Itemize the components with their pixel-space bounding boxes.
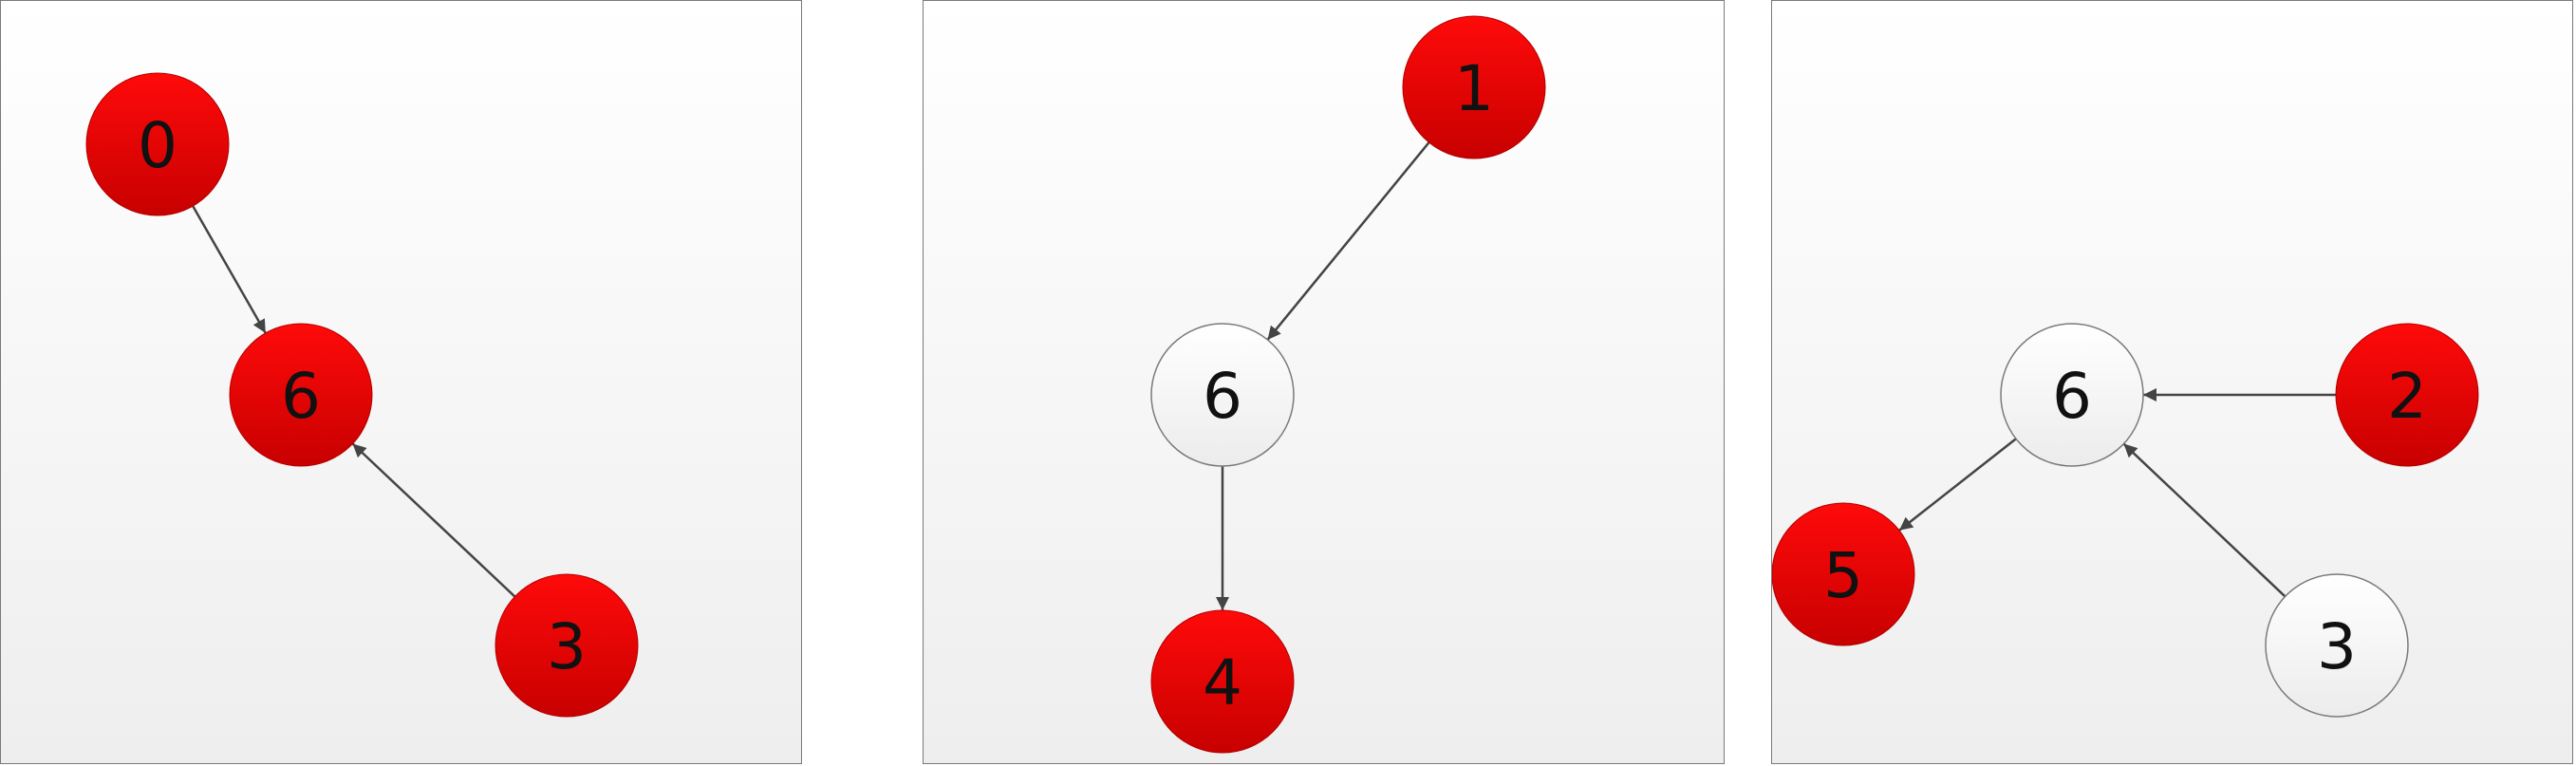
edge-3-to-6	[351, 442, 516, 598]
edge-6-to-5	[1898, 438, 2017, 532]
node-label: 6	[2052, 360, 2092, 433]
graph-panel-2: 1 6 4	[923, 0, 1725, 764]
node-label: 4	[1203, 646, 1242, 719]
edge-3-to-6	[2122, 442, 2287, 598]
node-3: 3	[495, 573, 639, 718]
node-6: 6	[1150, 323, 1295, 467]
graph-canvas-3: 6 2 5 3	[1772, 1, 2572, 763]
node-label: 5	[1823, 539, 1863, 612]
node-label: 6	[281, 360, 321, 433]
node-circle	[229, 323, 373, 467]
graph-canvas-2: 1 6 4	[924, 1, 1724, 763]
node-0: 0	[85, 72, 230, 216]
graph-panel-3: 6 2 5 3	[1771, 0, 2573, 764]
graph-panel-1: 0 6 3	[0, 0, 802, 764]
edge-0-to-6	[192, 205, 267, 334]
edge-1-to-6	[1266, 141, 1430, 341]
node-label: 6	[1203, 360, 1242, 433]
panel-background	[924, 1, 1724, 763]
graph-canvas-1: 0 6 3	[1, 1, 801, 763]
node-circle	[495, 573, 639, 718]
node-5: 5	[1772, 502, 1915, 646]
node-1: 1	[1402, 15, 1546, 159]
node-circle	[1150, 609, 1295, 754]
node-circle	[1150, 323, 1295, 467]
node-circle	[1402, 15, 1546, 159]
node-label: 3	[2317, 610, 2357, 683]
node-6: 6	[229, 323, 373, 467]
node-label: 0	[138, 109, 177, 182]
node-label: 1	[1454, 52, 1494, 125]
node-4: 4	[1150, 609, 1295, 754]
node-6: 6	[2000, 323, 2144, 467]
node-circle	[2000, 323, 2144, 467]
node-circle	[2265, 573, 2409, 718]
node-label: 2	[2387, 360, 2427, 433]
node-circle	[1772, 502, 1915, 646]
node-circle	[2335, 323, 2479, 467]
node-2: 2	[2335, 323, 2479, 467]
node-3: 3	[2265, 573, 2409, 718]
node-label: 3	[547, 610, 587, 683]
node-circle	[85, 72, 230, 216]
